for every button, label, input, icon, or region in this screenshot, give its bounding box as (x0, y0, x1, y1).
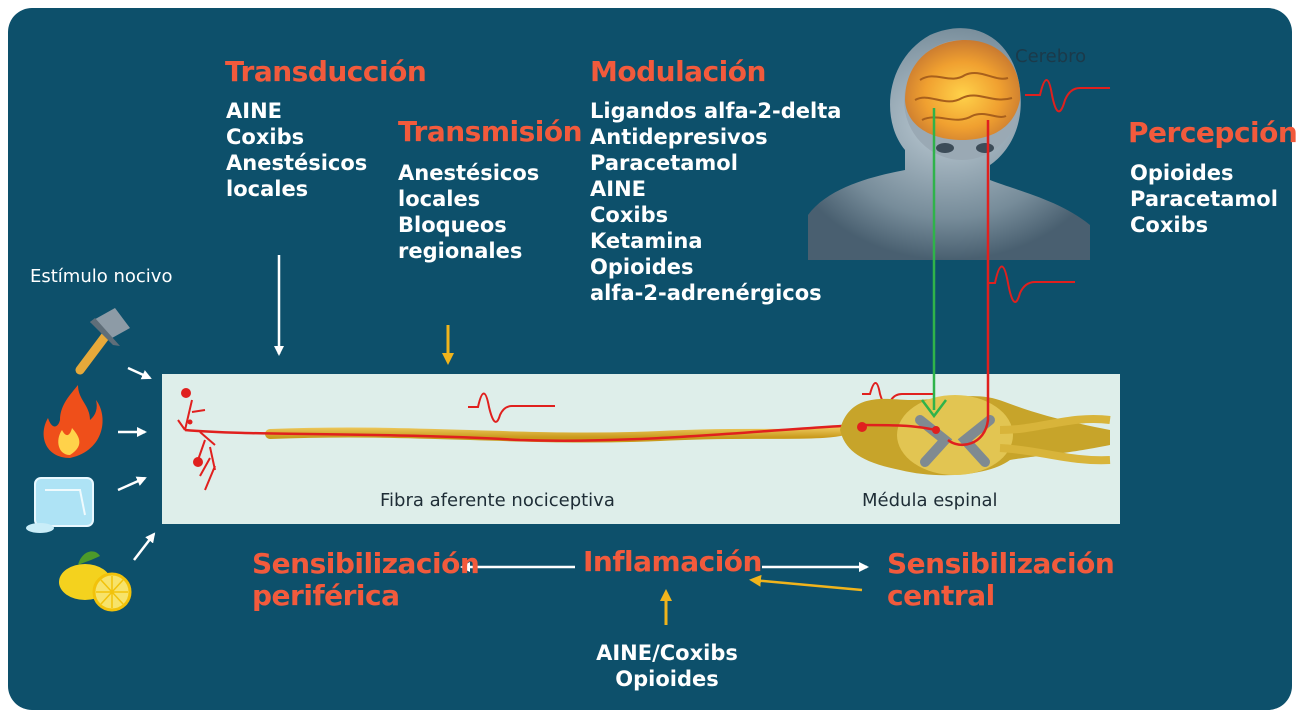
peripheral-sensitization: Sensibilización periférica (252, 547, 480, 612)
central-sensitization: Sensibilización central (887, 547, 1115, 612)
modulation-title: Modulación (590, 55, 766, 88)
transduction-list: AINE Coxibs Anestésicos locales (226, 98, 367, 202)
list-item: Bloqueos (398, 213, 507, 237)
list-item: Coxibs (1130, 213, 1209, 237)
lemon-icon (59, 551, 132, 612)
list-item: AINE (590, 177, 646, 201)
peripheral-line-2: periférica (252, 579, 400, 612)
hammer-icon (75, 308, 130, 375)
list-item: Ketamina (590, 229, 703, 253)
list-item: Ligandos alfa-2-delta (590, 99, 842, 123)
list-item: Anestésicos (398, 161, 540, 185)
inflammation-drugs: AINE/Coxibs Opioides (587, 640, 747, 692)
list-item: Opioides (590, 255, 694, 279)
list-item: Coxibs (590, 203, 669, 227)
perception-title: Percepción (1128, 116, 1298, 149)
brain-label: Cerebro (1015, 46, 1087, 67)
list-item: Opioides (615, 667, 719, 691)
list-item: AINE (226, 99, 282, 123)
list-item: alfa-2-adrenérgicos (590, 281, 822, 305)
transmission-list: Anestésicos locales Bloqueos regionales (398, 160, 539, 264)
fiber-signal-wave (468, 392, 555, 423)
brain-signal-wave (1025, 79, 1110, 113)
fiber-label: Fibra aferente nociceptiva (380, 490, 615, 511)
spinal-cord-icon (840, 395, 1111, 476)
diagram-panel (8, 8, 1292, 710)
peripheral-line-1: Sensibilización (252, 547, 480, 580)
spinal-cord-label: Médula espinal (862, 490, 998, 511)
afferent-fiber (265, 420, 865, 443)
ascending-pathway (947, 120, 990, 447)
list-item: AINE/Coxibs (596, 641, 738, 665)
list-item: regionales (398, 239, 523, 263)
list-item: Opioides (1130, 161, 1234, 185)
transmission-title: Transmisión (398, 115, 583, 148)
fire-icon (43, 385, 103, 458)
list-item: Coxibs (226, 125, 305, 149)
list-item: Antidepresivos (590, 125, 768, 149)
central-line-2: central (887, 579, 995, 612)
descending-pathway (921, 108, 947, 419)
spinal-ascending-wave (988, 265, 1075, 303)
inflammation-title: Inflamación (583, 545, 762, 578)
perception-list: Opioides Paracetamol Coxibs (1130, 160, 1278, 238)
list-item: Anestésicos (226, 151, 368, 175)
list-item: Paracetamol (590, 151, 738, 175)
list-item: locales (398, 187, 481, 211)
ice-icon (26, 477, 94, 533)
list-item: locales (226, 177, 309, 201)
modulation-list: Ligandos alfa-2-delta Antidepresivos Par… (590, 98, 841, 306)
stimulus-label: Estímulo nocivo (30, 266, 173, 287)
transduction-title: Transducción (225, 55, 427, 88)
central-to-inflammation-arrow (749, 574, 863, 592)
central-line-1: Sensibilización (887, 547, 1115, 580)
list-item: Paracetamol (1130, 187, 1278, 211)
